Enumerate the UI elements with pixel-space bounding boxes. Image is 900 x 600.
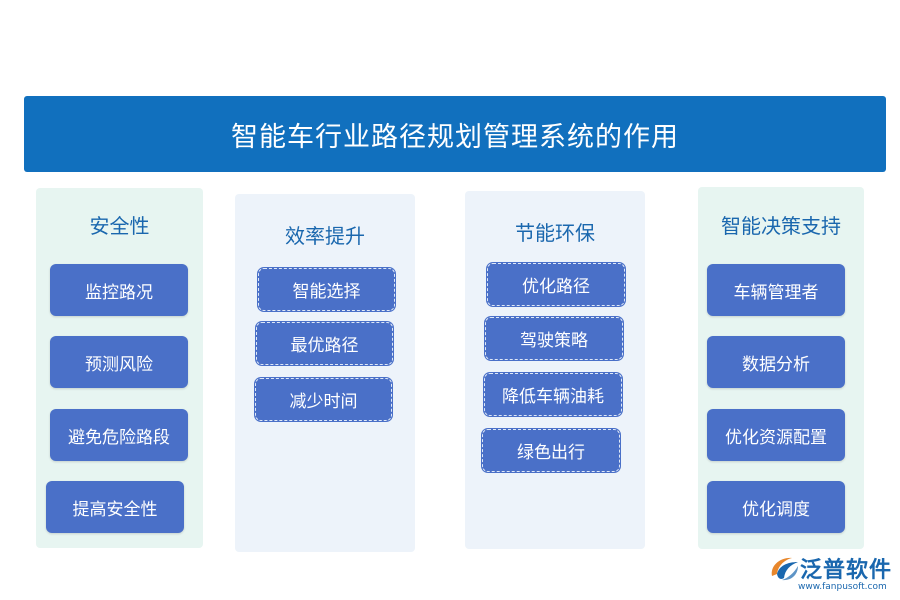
logo-url: www.fanpusoft.com — [798, 582, 887, 592]
item-box: 驾驶策略 — [484, 316, 624, 361]
item-box: 避免危险路段 — [50, 409, 188, 461]
main-title: 智能车行业路径规划管理系统的作用 — [24, 96, 886, 172]
column-title: 智能决策支持 — [721, 214, 841, 238]
logo-mark-icon — [771, 557, 798, 581]
item-box: 优化调度 — [707, 481, 845, 533]
column-efficiency: 效率提升 智能选择 最优路径 减少时间 — [235, 194, 415, 552]
column-decision: 智能决策支持 车辆管理者 数据分析 优化资源配置 优化调度 — [698, 187, 864, 549]
item-box: 车辆管理者 — [707, 264, 845, 316]
item-box: 智能选择 — [257, 267, 396, 312]
item-box: 减少时间 — [254, 377, 393, 422]
item-box: 降低车辆油耗 — [483, 372, 623, 417]
item-box: 监控路况 — [50, 264, 188, 316]
column-green: 节能环保 优化路径 驾驶策略 降低车辆油耗 绿色出行 — [465, 191, 645, 549]
item-box: 最优路径 — [255, 321, 394, 366]
column-title: 效率提升 — [285, 224, 365, 248]
logo-name: 泛普软件 — [800, 558, 893, 583]
item-box: 优化资源配置 — [707, 409, 845, 461]
column-title: 节能环保 — [515, 221, 595, 245]
item-box: 优化路径 — [486, 262, 626, 307]
item-box: 预测风险 — [50, 336, 188, 388]
item-box: 提高安全性 — [46, 481, 184, 533]
column-safety: 安全性 监控路况 预测风险 避免危险路段 提高安全性 — [36, 188, 203, 548]
item-box: 绿色出行 — [481, 428, 621, 473]
item-box: 数据分析 — [707, 336, 845, 388]
brand-logo: 泛普软件 www.fanpusoft.com — [768, 550, 893, 596]
column-title: 安全性 — [89, 214, 150, 238]
